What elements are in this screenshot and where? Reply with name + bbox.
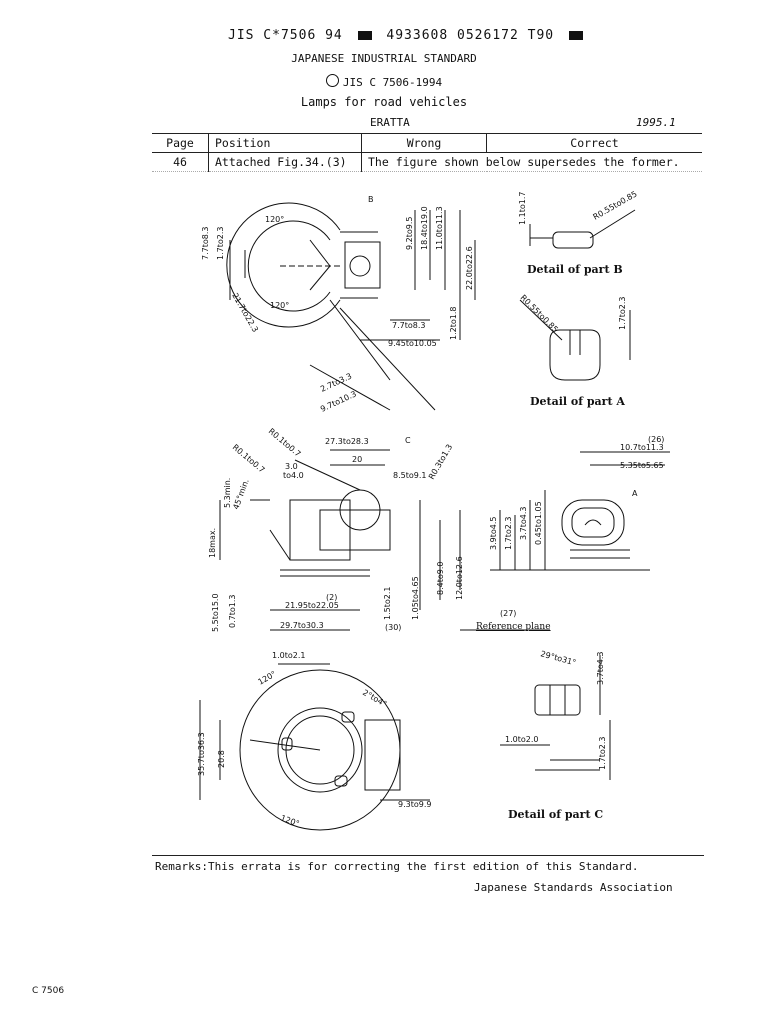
dimension-label: 11.0to11.3 [435,206,444,250]
dimension-label: 29.7to30.3 [280,621,324,630]
col-header-correct: Correct [486,133,702,153]
dimension-label: 5.35to5.65 [620,461,664,470]
drawing-labels: B C A 7.7to8.3 1.7to2.3 120° 9.2to9.5 18… [197,189,664,828]
dimension-label: 10.7to11.3 [620,443,664,452]
dimension-label: 120° [265,215,284,224]
dimension-label: 20 [352,455,362,464]
cell-note: The figure shown below supersedes the fo… [361,152,702,172]
dimension-label: 120° [279,813,300,828]
col-header-position: Position [208,133,362,153]
dimension-label: 12.0to12.6 [455,556,464,600]
technical-drawing: B C A 7.7to8.3 1.7to2.3 120° 9.2to9.5 18… [197,189,670,831]
dimension-label: (27) [500,609,516,618]
dimension-label: 1.1to1.7 [518,192,527,225]
dimension-label: 3.0 [285,462,298,471]
dimension-label: 9.45to10.05 [388,339,437,348]
barcode-mark-end [568,31,583,40]
issue-date: 1995.1 [636,116,676,129]
dimension-label: 1.5to2.1 [383,587,392,620]
cell-position: Attached Fig.34.(3) [208,152,362,172]
issuer: Japanese Standards Association [474,881,673,894]
dimension-label: 45°min. [231,478,250,511]
dimension-label: R0.55to0.85 [519,293,560,334]
dimension-label: 1.7to2.3 [216,227,225,260]
standard-number-line: JIS C 7506-1994 [0,74,768,89]
header-code-part1: JIS C*7506 94 [228,28,343,43]
dimension-label: to4.0 [283,471,304,480]
dimension-label: 1.7to2.3 [504,517,513,550]
header-code-part2: 4933608 0526172 T90 [386,28,555,43]
dimension-label: (26) [648,435,664,444]
dimension-label: 120° [270,301,289,310]
standard-number: JIS C 7506-1994 [342,76,443,89]
detail-a-drawing [519,299,631,381]
dimension-label: 5.3min. [223,478,232,508]
dimension-label: 1.05to4.65 [411,576,420,620]
detail-c-drawing [500,655,611,780]
middle-view-drawing [219,449,461,631]
dimension-label: 21.7to22.3 [230,292,260,334]
dimension-label: 5.5to15.0 [211,593,220,632]
right-mid-view-drawing [460,451,670,631]
dimension-label: 9.7to10.3 [319,389,358,413]
caption-detail-a: Detail of part A [530,395,625,408]
label-a: A [632,489,638,498]
document-title: Lamps for road vehicles [300,95,468,109]
dimension-label: 0.7to1.3 [228,595,237,628]
dimension-label: 1.2to1.8 [449,307,458,340]
dimension-label: 18max. [208,528,217,558]
dimension-label: R0.55to0.85 [592,189,639,221]
dimension-label: R0.1to0.7 [231,443,267,475]
errata-table-header: Page Position Wrong Correct [152,133,702,153]
top-view-drawing [226,202,476,411]
dimension-label: 3.7to4.3 [596,652,605,685]
dimension-label: (2) [326,593,337,602]
label-b: B [368,195,374,204]
col-header-page: Page [152,133,209,153]
dimension-label: 1.0to2.1 [272,651,305,660]
caption-reference-plane: Reference plane [476,622,551,632]
caption-detail-b: Detail of part B [527,263,623,276]
dimension-label: 9.2to9.5 [405,217,414,250]
caption-detail-c: Detail of part C [508,808,604,821]
dimension-label: 1.0to2.0 [505,735,538,744]
remarks-divider [152,855,704,856]
dimension-label: 20.8 [217,750,226,768]
label-c: C [405,436,411,445]
remarks-text: Remarks:This errata is for correcting th… [155,860,639,873]
dimension-label: 7.7to8.3 [392,321,425,330]
detail-b-drawing [529,209,636,249]
errata-heading: ERATTA [370,116,410,129]
dimension-label: R0.1to0.7 [267,427,303,459]
dimension-label: (30) [385,623,401,632]
errata-table: Page Position Wrong Correct 46 Attached … [152,133,702,172]
dimension-label: 3.7to4.3 [519,507,528,540]
header-code-line: JIS C*7506 94 4933608 0526172 T90 [228,28,589,43]
dimension-label: 2.7to3.3 [319,372,353,394]
dimension-label: 18.4to19.0 [420,206,429,250]
dimension-label: 35.7to36.3 [197,732,206,776]
dimension-label: R0.3to1.3 [427,443,454,481]
jis-mark-icon [325,74,339,87]
cell-page: 46 [152,152,209,172]
dimension-label: 22.0to22.6 [465,246,474,290]
bottom-view-drawing [199,663,430,831]
standard-type: JAPANESE INDUSTRIAL STANDARD [291,52,477,65]
dimension-label: 0.45to1.05 [534,501,543,545]
barcode-mark [357,31,372,40]
dimension-label: 21.95to22.05 [285,601,339,610]
dimension-label: 7.7to8.3 [201,227,210,260]
dimension-label: 8.5to9.1 [393,471,426,480]
dimension-label: 27.3to28.3 [325,437,369,446]
dimension-label: 1.7to2.3 [618,297,627,330]
dimension-label: 3.9to4.5 [489,517,498,550]
col-header-wrong: Wrong [361,133,487,153]
dimension-label: 29°to31° [539,649,576,667]
footer-page-code: C 7506 [32,986,65,996]
dimension-label: 8.4to9.0 [436,562,445,595]
dimension-label: 9.3to9.9 [398,800,431,809]
table-row: 46 Attached Fig.34.(3) The figure shown … [152,152,702,172]
dimension-label: 1.7to2.3 [598,737,607,770]
